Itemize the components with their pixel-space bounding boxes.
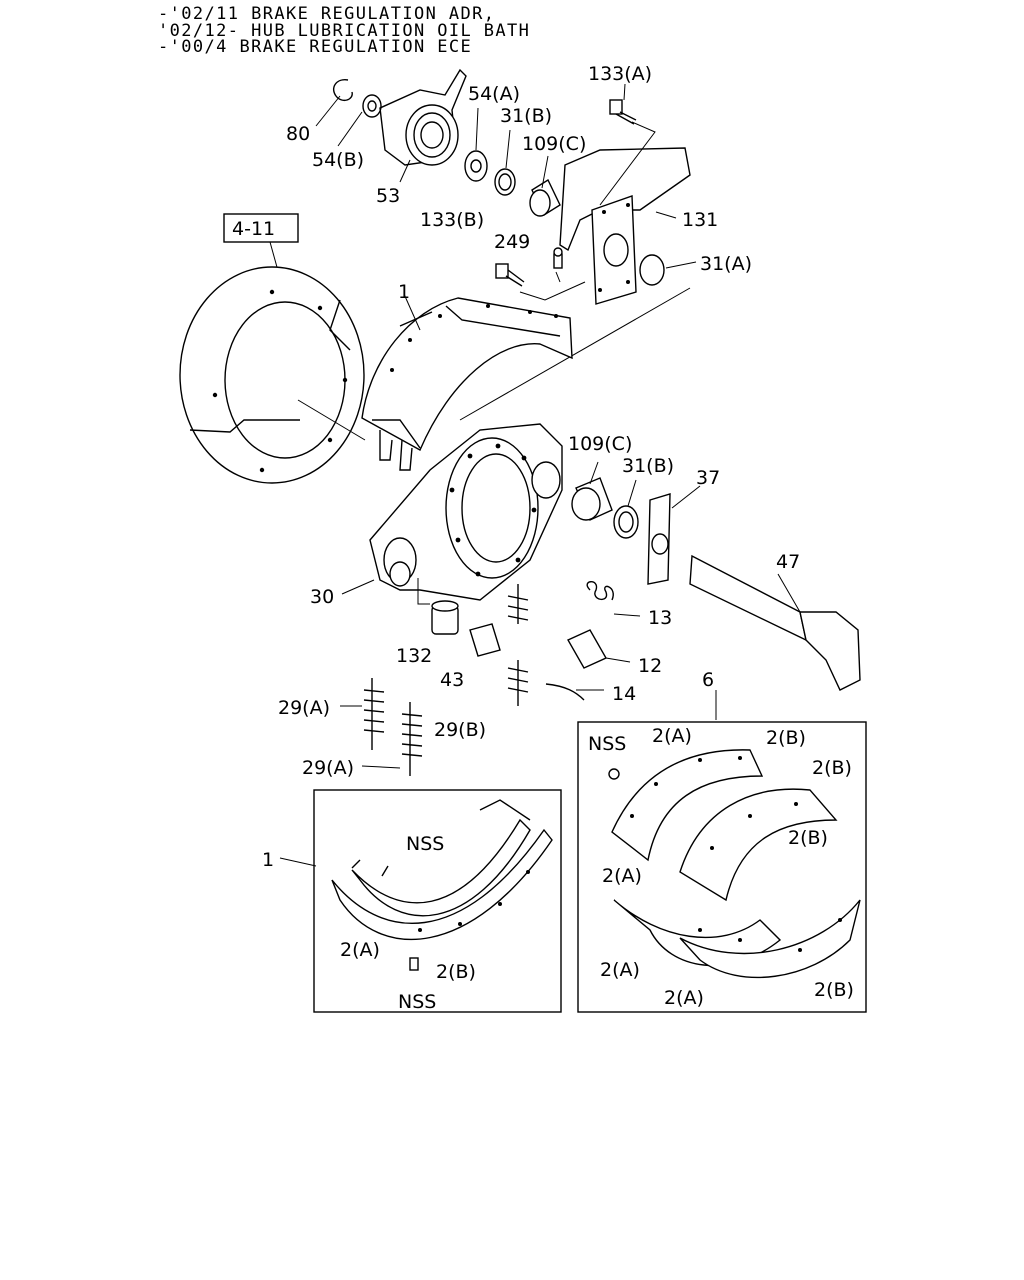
box-left-nss-bottom: NSS: [398, 991, 436, 1013]
box-right-2a-1: 2(A): [652, 725, 692, 747]
box-right-rivet: [608, 768, 620, 780]
header-line-1: -'02/11 BRAKE REGULATION ADR,: [158, 4, 496, 24]
label-133b: 133(B): [420, 209, 484, 231]
label-29a-1: 29(A): [278, 697, 330, 719]
label-54b-top: 54(B): [312, 149, 364, 171]
washer-plate-37: [647, 493, 671, 585]
wire-14: [545, 683, 585, 701]
label-80: 80: [286, 123, 310, 145]
box-right-2a-4: 2(A): [664, 987, 704, 1009]
box-right-2b-2: 2(B): [812, 757, 852, 779]
box-left-nss-top: NSS: [406, 833, 444, 855]
label-54a: 54(A): [468, 83, 520, 105]
dust-shield: [179, 266, 365, 484]
label-1-box: 1: [262, 849, 274, 871]
brake-spider-30: [369, 423, 563, 601]
box-right-nss: NSS: [588, 733, 626, 755]
header-line-2: '02/12- HUB LUBRICATION OIL BATH: [158, 20, 531, 41]
bolt-133a: [609, 99, 637, 125]
seal-31b-mid: [613, 505, 639, 539]
shoe-kit-box-right: [577, 721, 867, 1013]
ref-box-label: 4-11: [232, 218, 275, 240]
label-6: 6: [702, 669, 714, 691]
label-249: 249: [494, 231, 530, 253]
box-right-2b-1: 2(B): [766, 727, 806, 749]
header-line-3: -'00/4 BRAKE REGULATION ECE: [158, 37, 473, 57]
label-31a: 31(A): [700, 253, 752, 275]
label-109c-top: 109(C): [522, 133, 586, 155]
ref-box-4-11: [223, 213, 299, 243]
label-109c-mid: 109(C): [568, 433, 632, 455]
box-left-rivet: [409, 957, 419, 971]
label-132: 132: [396, 645, 432, 667]
label-133a: 133(A): [588, 63, 652, 85]
snap-ring-80: [332, 79, 353, 102]
label-131: 131: [682, 209, 718, 231]
roller-12: [567, 629, 607, 669]
bushing-109c-mid: [571, 477, 613, 521]
box-left-2b: 2(B): [436, 961, 476, 983]
label-14: 14: [612, 683, 636, 705]
label-53: 53: [376, 185, 400, 207]
label-12: 12: [638, 655, 662, 677]
cap-31a: [639, 254, 665, 286]
slack-adjuster-53: [379, 68, 467, 166]
label-37: 37: [696, 467, 720, 489]
diagram-header: -'02/11 BRAKE REGULATION ADR, '02/12- HU…: [158, 6, 530, 56]
spring-clip-13: [586, 581, 614, 601]
box-right-2b-3: 2(B): [788, 827, 828, 849]
box-right-shoes: [611, 749, 861, 979]
label-29a-2: 29(A): [302, 757, 354, 779]
box-left-shoes: [331, 799, 553, 940]
label-47: 47: [776, 551, 800, 573]
label-29b: 29(B): [434, 719, 486, 741]
box-right-2a-3: 2(A): [600, 959, 640, 981]
spring-29a: [363, 678, 423, 776]
brake-shoe-top: [361, 297, 573, 471]
label-13: 13: [648, 607, 672, 629]
spring-29b: [507, 584, 529, 706]
label-30: 30: [310, 586, 334, 608]
label-43: 43: [440, 669, 464, 691]
label-31b-mid: 31(B): [622, 455, 674, 477]
box-right-2a-2: 2(A): [602, 865, 642, 887]
box-right-2b-4: 2(B): [814, 979, 854, 1001]
bushing-132: [431, 600, 459, 635]
camshaft-47: [689, 554, 861, 691]
pin-43: [469, 623, 501, 657]
bushing-109c-top: [529, 178, 561, 217]
washer-54a: [464, 150, 488, 182]
box-left-2a: 2(A): [340, 939, 380, 961]
bolt-133b: [495, 263, 525, 287]
washer-54b: [362, 94, 382, 118]
label-31b-top: 31(B): [500, 105, 552, 127]
seal-31b-top: [494, 168, 516, 196]
grease-nipple-249: [553, 247, 563, 269]
label-1-top: 1: [398, 281, 410, 303]
shoe-kit-box-left: [313, 789, 562, 1013]
